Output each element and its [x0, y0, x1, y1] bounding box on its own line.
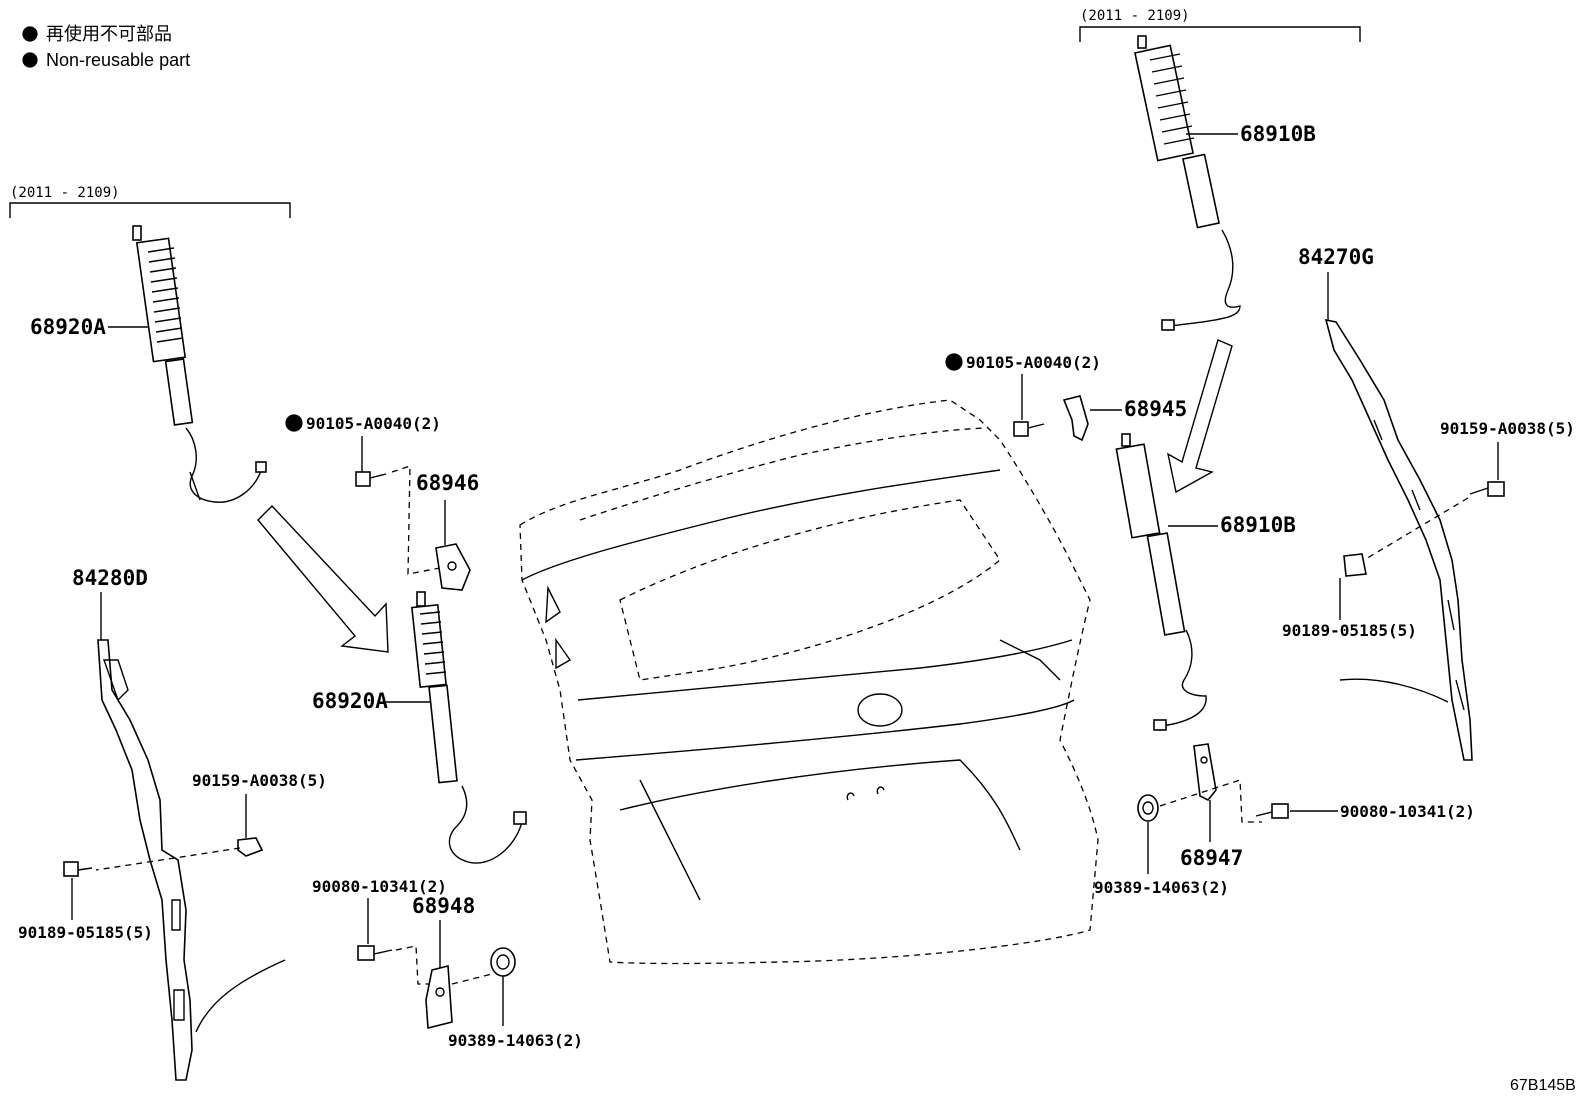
bracket-68946	[435, 543, 471, 591]
bracket-68947	[1193, 743, 1217, 802]
bracket-left: (2011 - 2109)	[9, 185, 291, 218]
label-90105-left: 90105-A0040(2)	[306, 414, 441, 433]
legend: 再使用不可部品 Non-reusable part	[22, 24, 190, 70]
label-68910B-mid: 68910B	[1220, 513, 1296, 537]
direction-arrow-right	[1166, 339, 1233, 494]
bracket-right: (2011 - 2109)	[1079, 8, 1361, 42]
bolt-90080-right	[1255, 803, 1289, 819]
label-68920A-top: 68920A	[30, 315, 106, 339]
label-68947: 68947	[1180, 846, 1243, 870]
non-reusable-bullet-icon	[22, 26, 38, 42]
grommet-90389-left	[490, 947, 516, 977]
trim-84270G	[1324, 318, 1473, 761]
trim-84280D	[97, 639, 286, 1081]
strut-68920A-top	[132, 225, 267, 503]
label-90389-left: 90389-14063(2)	[448, 1031, 583, 1050]
bracket-68948	[425, 964, 453, 1030]
bolt-90105-left	[355, 471, 387, 487]
nut-90189-right	[1343, 553, 1367, 577]
label-90080-left: 90080-10341(2)	[312, 877, 447, 896]
label-68920A-mid: 68920A	[312, 689, 388, 713]
non-reusable-bullet-icon	[22, 52, 38, 68]
strut-68920A-mid	[411, 591, 527, 864]
bolt-90105-right	[1013, 421, 1045, 437]
nut-90189-left	[63, 861, 93, 877]
label-68948: 68948	[412, 894, 475, 918]
non-reusable-bullet-icon	[285, 414, 303, 432]
label-90080-right: 90080-10341(2)	[1340, 802, 1475, 821]
bracket-68945	[1062, 395, 1089, 442]
label-68946: 68946	[416, 471, 479, 495]
bracket-right-label: (2011 - 2109)	[1080, 8, 1190, 24]
label-68945: 68945	[1124, 397, 1187, 421]
bracket-left-label: (2011 - 2109)	[10, 185, 120, 201]
label-90189-right: 90189-05185(5)	[1282, 621, 1417, 640]
label-90159-right: 90159-A0038(5)	[1440, 419, 1575, 438]
strut-68910B-mid	[1115, 433, 1207, 731]
strut-68910B-top	[1134, 35, 1241, 331]
diagram-code: 67B145B	[1510, 1077, 1576, 1094]
non-reusable-bullet-icon	[945, 353, 963, 371]
legend-jp: 再使用不可部品	[46, 24, 172, 44]
label-90189-left: 90189-05185(5)	[18, 923, 153, 942]
label-84280D: 84280D	[72, 566, 148, 590]
clip-90159-left	[237, 837, 264, 857]
bolt-90080-left	[357, 945, 393, 961]
label-68910B-top: 68910B	[1240, 122, 1316, 146]
label-90389-right: 90389-14063(2)	[1094, 878, 1229, 897]
label-84270G: 84270G	[1298, 245, 1374, 269]
grommet-90389-right	[1137, 794, 1159, 822]
legend-en: Non-reusable part	[46, 50, 190, 70]
back-door-panel	[519, 399, 1099, 965]
label-90105-right: 90105-A0040(2)	[966, 353, 1101, 372]
label-90159-left: 90159-A0038(5)	[192, 771, 327, 790]
clip-90159-right	[1469, 481, 1505, 497]
direction-arrow-left	[257, 504, 389, 653]
